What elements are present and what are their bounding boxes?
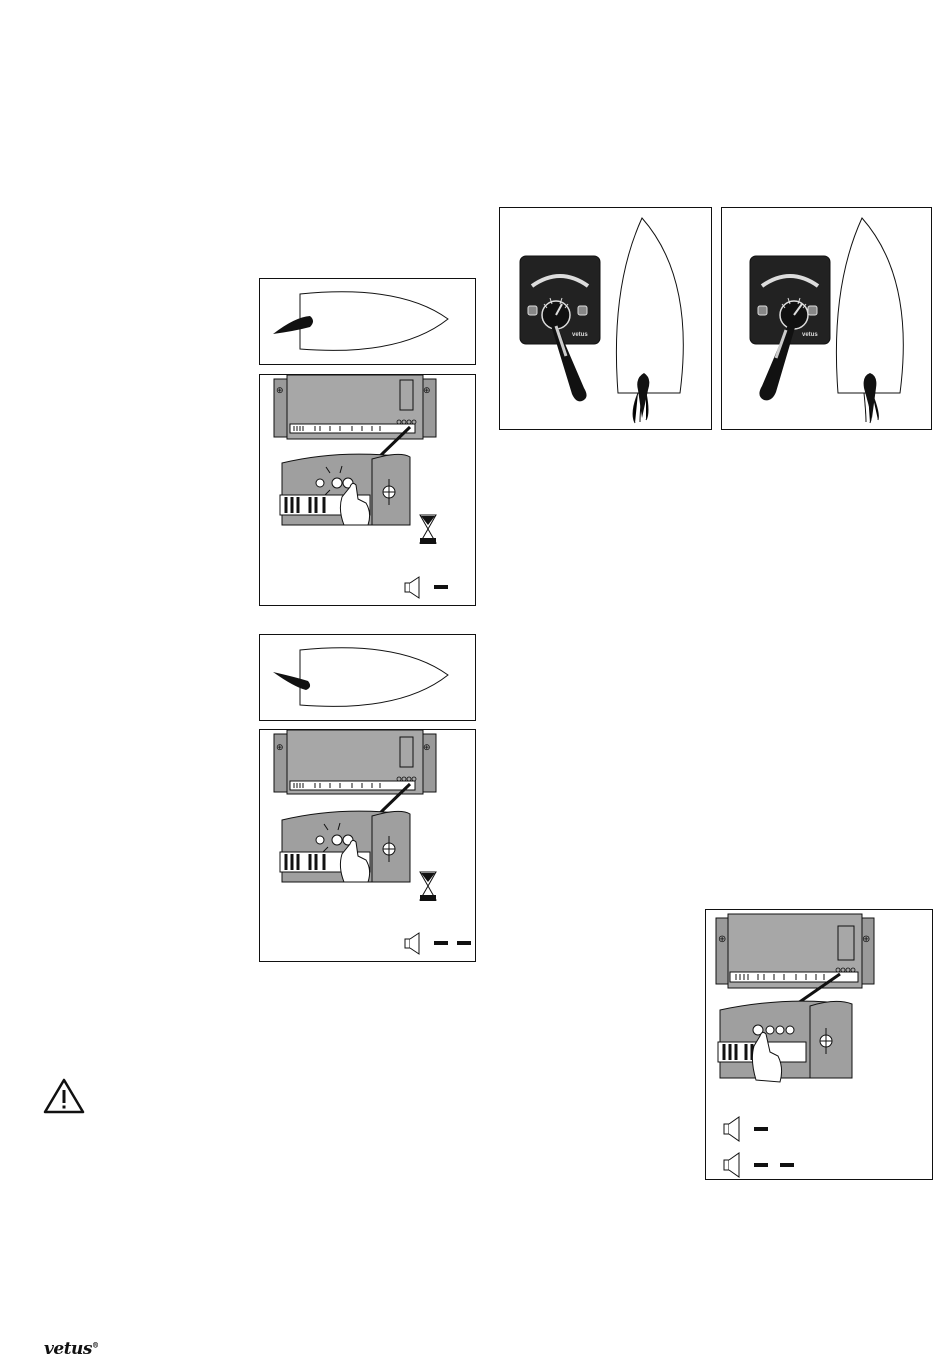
control-unit: ⊕ ⊕	[274, 375, 436, 439]
svg-text:⊕: ⊕	[423, 743, 431, 753]
control-unit: ⊕ ⊕	[274, 730, 436, 794]
control-unit-press-1-panel: ⊕ ⊕	[259, 374, 476, 606]
joystick-panel-icon: vetus	[722, 208, 931, 429]
rudder-port-hull-panel	[259, 278, 476, 365]
brand-logo-mark: ®	[92, 1340, 99, 1349]
svg-text:⊕: ⊕	[423, 386, 431, 396]
rudder-starboard-hull-panel	[259, 634, 476, 721]
control-unit-button-press-icon: ⊕ ⊕	[260, 375, 475, 605]
boat-hull-rudder-port-icon	[260, 279, 475, 364]
boat-hull-rudder-starboard-icon	[260, 635, 475, 720]
control-unit-press-confirm-panel: ⊕ ⊕	[705, 909, 933, 1180]
zoomed-buttons	[280, 454, 410, 525]
power-button	[528, 306, 537, 315]
zoomed-buttons	[718, 1001, 852, 1082]
svg-text:⊕: ⊕	[718, 934, 726, 945]
joystick-panel-icon: vetus	[500, 208, 711, 429]
joystick-steer-left-panel: vetus	[721, 207, 932, 430]
brand-label: vetus	[572, 332, 588, 338]
control-unit-button-press-icon: ⊕ ⊕	[706, 910, 932, 1179]
zoomed-buttons	[280, 811, 410, 882]
hourglass-icon	[420, 872, 436, 901]
beep-dash	[754, 1127, 768, 1131]
beep-dash	[754, 1163, 768, 1167]
brand-logo: vetus®	[44, 1339, 98, 1359]
speaker-icon	[724, 1117, 739, 1141]
beep-dash	[434, 941, 448, 945]
svg-text:⊕: ⊕	[276, 386, 284, 396]
brand-label: vetus	[802, 332, 818, 338]
beep-dash	[780, 1163, 794, 1167]
svg-text:⊕: ⊕	[276, 743, 284, 753]
power-button	[758, 306, 767, 315]
joystick-panel	[520, 256, 600, 344]
control-unit: ⊕ ⊕	[716, 914, 874, 988]
svg-text:⊕: ⊕	[862, 934, 870, 945]
speaker-icon	[724, 1153, 739, 1177]
beep-dash	[434, 585, 448, 589]
warning-triangle-icon	[42, 1077, 86, 1120]
speaker-icon	[405, 577, 419, 598]
control-unit-press-2-panel: ⊕ ⊕	[259, 729, 476, 962]
brand-logo-text: vetus	[44, 1339, 92, 1359]
beep-dash	[457, 941, 471, 945]
joystick-steer-right-panel: vetus	[499, 207, 712, 430]
control-unit-button-press-icon: ⊕ ⊕	[260, 730, 475, 961]
speaker-icon	[405, 933, 419, 954]
hourglass-icon	[420, 515, 436, 544]
